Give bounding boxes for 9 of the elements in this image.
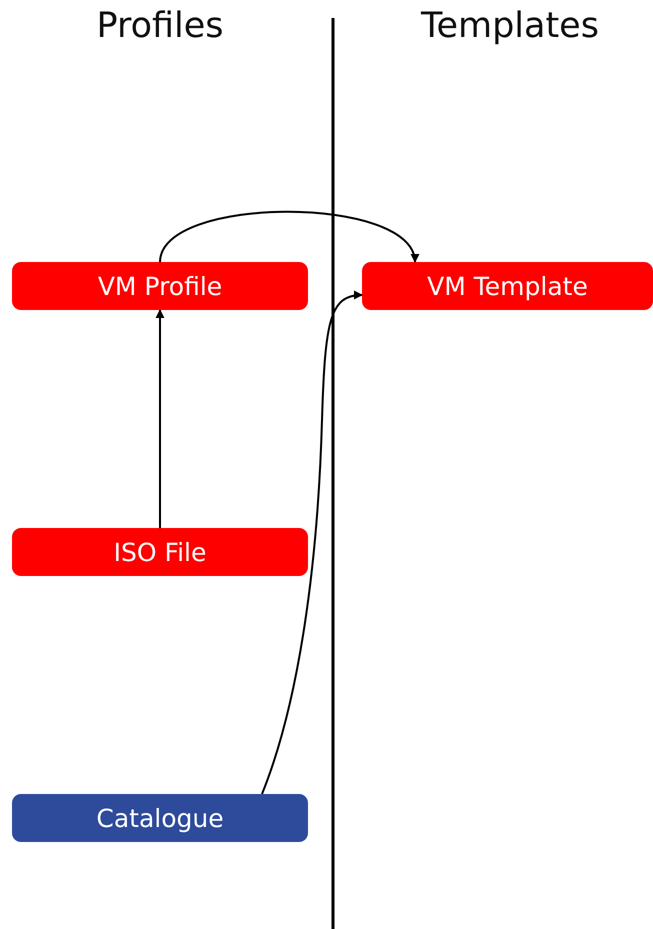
process-box: ISO File — [12, 528, 308, 576]
process-box: VM Profile — [12, 262, 308, 310]
process-box: Catalogue — [12, 794, 308, 842]
column-heading: Profiles — [95, 6, 225, 46]
column-heading: Templates — [420, 6, 600, 46]
arrow — [261, 291, 363, 794]
arrow — [156, 309, 164, 528]
arrow — [159, 210, 417, 263]
process-box: VM Template — [362, 262, 653, 310]
